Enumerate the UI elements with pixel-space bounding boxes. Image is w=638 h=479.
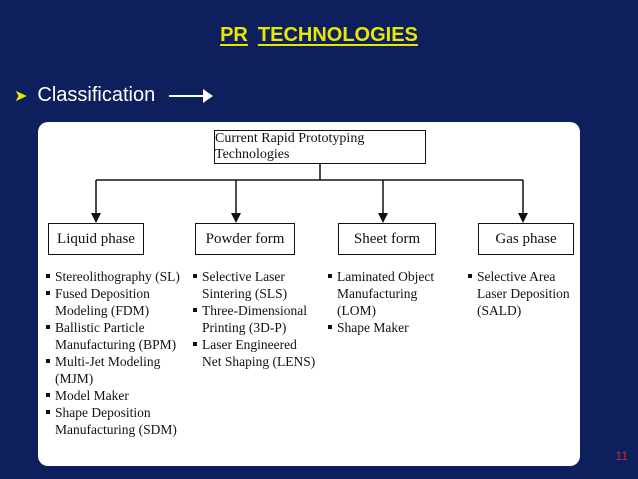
diagram-panel: Current Rapid Prototyping Technologies L… [38,122,580,466]
root-box: Current Rapid Prototyping Technologies [214,130,426,164]
list-item: Shape Deposition Manufacturing (SDM) [46,404,192,438]
category-box-liquid-phase: Liquid phase [48,223,144,255]
arrowhead-bullet-icon: ➤ [14,87,28,105]
page-number: 11 [615,449,628,463]
list-item: Selective Area Laser Deposition (SALD) [468,268,576,319]
long-right-arrow-icon [169,88,214,103]
connector-lines [91,164,528,223]
list-item: Stereolithography (SL) [46,268,192,285]
arrow-head-powder [231,213,241,223]
arrow-head-sheet [378,213,388,223]
list-item: Laminated Object Manufacturing (LOM) [328,268,456,319]
list-item: Shape Maker [328,319,456,336]
category-box-gas-phase: Gas phase [478,223,574,255]
list-item: Multi-Jet Modeling (MJM) [46,353,192,387]
category-box-powder-form: Powder form [195,223,295,255]
category-box-sheet-form: Sheet form [338,223,436,255]
liquid-phase-list: Stereolithography (SL) Fused Deposition … [46,268,192,438]
powder-form-list: Selective Laser Sintering (SLS) Three-Di… [193,268,317,370]
list-item: Three-Dimensional Printing (3D-P) [193,302,317,336]
title-part-pr: PR [220,24,248,46]
list-item: Ballistic Particle Manufacturing (BPM) [46,319,192,353]
classification-label: Classification [37,84,156,106]
list-item: Selective Laser Sintering (SLS) [193,268,317,302]
gas-phase-list: Selective Area Laser Deposition (SALD) [468,268,576,319]
title-part-technologies: TECHNOLOGIES [257,24,418,46]
arrow-head-gas [518,213,528,223]
list-item: Laser Engineered Net Shaping (LENS) [193,336,317,370]
sheet-form-list: Laminated Object Manufacturing (LOM) Sha… [328,268,456,336]
list-item: Fused Deposition Modeling (FDM) [46,285,192,319]
list-item: Model Maker [46,387,192,404]
classification-bullet: ➤ Classification [8,84,214,107]
slide-title: PR TECHNOLOGIES [0,24,638,47]
arrow-head-liquid [91,213,101,223]
